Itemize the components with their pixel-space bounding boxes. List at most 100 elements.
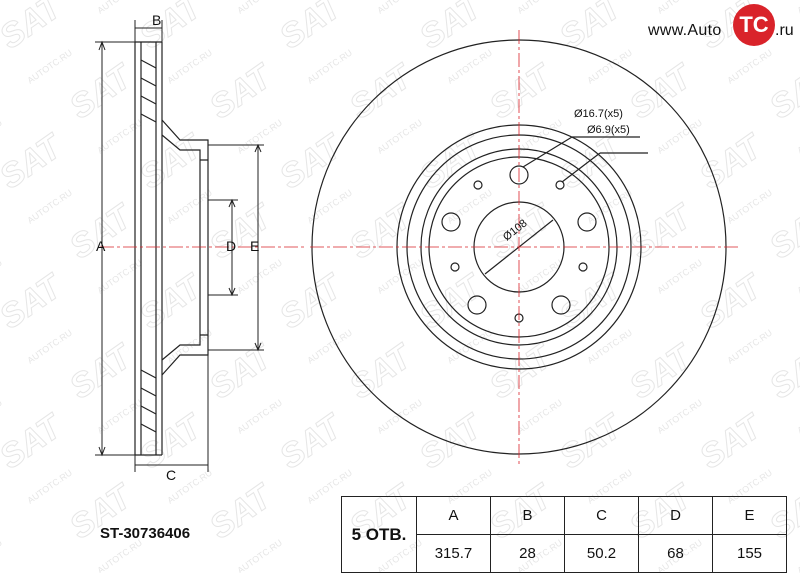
watermark-brand: SAT	[203, 336, 281, 407]
watermark-site: AUTOTC.RU	[795, 397, 800, 435]
watermark-site: AUTOTC.RU	[305, 187, 354, 225]
watermark-site: AUTOTC.RU	[375, 117, 424, 155]
spec-header-a: A	[416, 496, 491, 535]
watermark-site: AUTOTC.RU	[25, 467, 74, 505]
spec-header-row: 5 ОТВ. A B C D E	[341, 496, 787, 573]
small-hole	[473, 180, 483, 190]
watermark-site: AUTOTC.RU	[165, 47, 214, 85]
watermark-site: AUTOTC.RU	[795, 117, 800, 155]
bolt-hole	[551, 295, 571, 315]
watermark-site: AUTOTC.RU	[655, 117, 704, 155]
watermark-brand: SAT	[483, 56, 561, 127]
watermark-site: AUTOTC.RU	[305, 327, 354, 365]
part-number: ST-30736406	[100, 525, 191, 542]
dimension-label-c: C	[166, 467, 177, 483]
watermark-site: AUTOTC.RU	[515, 397, 564, 435]
watermark-site: AUTOTC.RU	[235, 397, 284, 435]
watermark-brand: SAT	[693, 266, 771, 337]
watermark-brand: SAT	[0, 476, 1, 547]
logo-prefix: www.Auto	[648, 22, 722, 39]
center-lines	[100, 30, 738, 465]
watermark-site: AUTOTC.RU	[305, 47, 354, 85]
watermark-site: AUTOTC.RU	[235, 537, 284, 573]
watermark-brand: SAT	[553, 266, 631, 337]
watermark-site: AUTOTC.RU	[795, 537, 800, 573]
dimension-lines	[95, 20, 264, 472]
disc-side-profile	[134, 41, 209, 456]
watermark-site: AUTOTC.RU	[0, 537, 4, 573]
watermark-brand: SAT	[693, 406, 771, 477]
watermark-brand: SAT	[0, 126, 71, 197]
spec-header-d: D	[638, 496, 713, 535]
watermark-brand: SAT	[0, 56, 1, 127]
watermark-site: AUTOTC.RU	[515, 257, 564, 295]
spec-table: 5 ОТВ. A B C D E 315.7 28 50.2 68 155	[341, 496, 787, 573]
bolt-hole	[577, 212, 597, 232]
spec-header-e: E	[712, 496, 787, 535]
watermark-site: AUTOTC.RU	[95, 257, 144, 295]
watermark-site: AUTOTC.RU	[375, 257, 424, 295]
watermark-brand: SAT	[343, 336, 421, 407]
watermark-brand: SAT	[133, 266, 211, 337]
watermark-site: AUTOTC.RU	[795, 257, 800, 295]
watermark-site: AUTOTC.RU	[725, 327, 774, 365]
watermark-brand: SAT	[763, 336, 800, 407]
spec-value-c: 50.2	[564, 534, 639, 573]
watermark-site: AUTOTC.RU	[585, 187, 634, 225]
watermark-site: AUTOTC.RU	[165, 327, 214, 365]
watermark-site: AUTOTC.RU	[25, 47, 74, 85]
watermark-site: AUTOTC.RU	[655, 257, 704, 295]
watermark-brand: SAT	[0, 0, 71, 57]
watermark-brand: SAT	[273, 126, 351, 197]
spec-header-b: B	[490, 496, 565, 535]
watermark-brand: SAT	[413, 266, 491, 337]
watermark-site: AUTOTC.RU	[655, 397, 704, 435]
dimension-label-b: B	[152, 12, 162, 28]
autotc-logo: www.Auto TC .ru	[648, 4, 794, 50]
spec-value-d: 68	[638, 534, 713, 573]
watermark-brand: SAT	[273, 266, 351, 337]
spec-value-b: 28	[490, 534, 565, 573]
watermark-site: AUTOTC.RU	[235, 0, 284, 16]
watermark-site: AUTOTC.RU	[95, 397, 144, 435]
dimension-label-d: D	[226, 238, 237, 254]
watermark-brand: SAT	[133, 126, 211, 197]
bolt-hole	[467, 295, 487, 315]
watermark-brand: SAT	[133, 406, 211, 477]
logo-suffix: .ru	[775, 22, 794, 39]
watermark-site: AUTOTC.RU	[25, 187, 74, 225]
watermark-brand: SAT	[553, 0, 631, 57]
large-hole-label: Ø16.7(x5)	[574, 108, 623, 120]
watermark-brand: SAT	[273, 0, 351, 57]
small-hole	[555, 180, 565, 190]
small-hole	[450, 262, 460, 272]
watermark-brand: SAT	[623, 56, 701, 127]
bolt-hole	[509, 165, 529, 185]
bolt-hole	[441, 212, 461, 232]
watermark-site: AUTOTC.RU	[95, 537, 144, 573]
watermark-brand: SAT	[413, 406, 491, 477]
watermark-site: AUTOTC.RU	[515, 0, 564, 16]
watermark-brand: SAT	[0, 266, 71, 337]
watermark-site: AUTOTC.RU	[165, 187, 214, 225]
watermark-brand: SAT	[273, 406, 351, 477]
watermark-brand: SAT	[693, 126, 771, 197]
spec-header-c: C	[564, 496, 639, 535]
spec-value-e: 155	[712, 534, 787, 573]
watermark-site: AUTOTC.RU	[0, 0, 4, 16]
watermark-site: AUTOTC.RU	[235, 257, 284, 295]
watermark-brand: SAT	[343, 196, 421, 267]
watermark-site: AUTOTC.RU	[0, 397, 4, 435]
dimension-label-a: A	[96, 238, 106, 254]
watermark-brand: SAT	[623, 336, 701, 407]
dimension-label-e: E	[250, 238, 260, 254]
watermark-brand: SAT	[0, 196, 1, 267]
watermark-site: AUTOTC.RU	[0, 257, 4, 295]
watermark-site: AUTOTC.RU	[795, 0, 800, 16]
watermark-site: AUTOTC.RU	[445, 187, 494, 225]
watermark-brand: SAT	[0, 336, 1, 407]
small-hole-label: Ø6.9(x5)	[587, 124, 630, 136]
watermark-brand: SAT	[203, 196, 281, 267]
